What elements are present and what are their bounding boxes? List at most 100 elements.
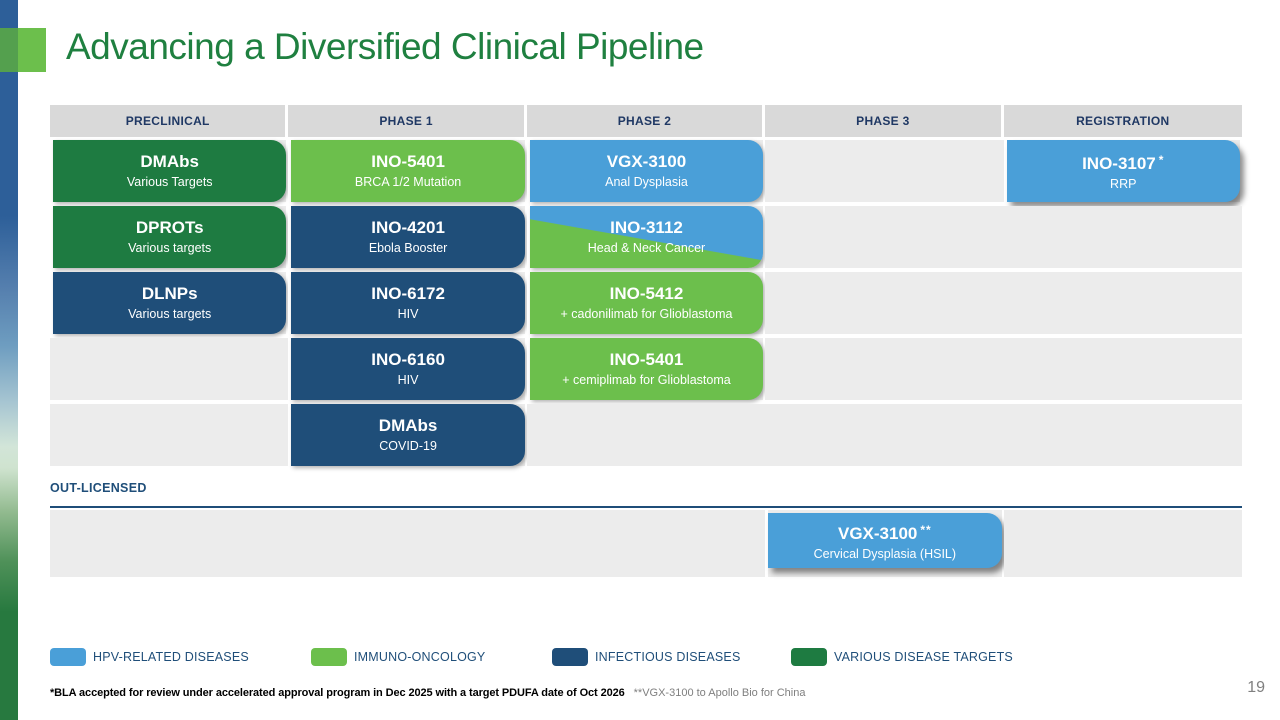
cell-r4-c1 bbox=[50, 338, 289, 400]
pipeline-box-name: DMAbs bbox=[378, 416, 438, 435]
cell-r3-c4 bbox=[765, 272, 1004, 334]
pipeline-box-name: INO-5401 bbox=[371, 152, 445, 171]
pipeline-box-name: INO-3112 bbox=[610, 218, 683, 237]
cell-r5-c4 bbox=[765, 404, 1004, 466]
legend-item-infectious-diseases: INFECTIOUS DISEASES bbox=[552, 648, 741, 666]
out-licensed-cell-c5 bbox=[1003, 510, 1242, 577]
phase-header-phase-3: PHASE 3 bbox=[765, 105, 1004, 137]
cell-r4-c5 bbox=[1003, 338, 1242, 400]
phase-header-registration: REGISTRATION bbox=[1003, 105, 1242, 137]
pipeline-box-subtitle: COVID-19 bbox=[379, 439, 437, 453]
footnote-primary: *BLA accepted for review under accelerat… bbox=[50, 687, 625, 699]
pipeline-box-subtitle: Ebola Booster bbox=[368, 241, 448, 255]
pipeline-box-subtitle: + cemiplimab for Glioblastoma bbox=[562, 373, 731, 387]
out-licensed-cell-c3 bbox=[526, 510, 766, 577]
pipeline-box-name: INO-5401 bbox=[609, 350, 684, 369]
pipeline-box-subtitle: + cadonilimab for Glioblastoma bbox=[560, 307, 733, 321]
footnote-marker: ** bbox=[920, 522, 932, 537]
cell-r3-c5 bbox=[1003, 272, 1242, 334]
phase-header-phase-2: PHASE 2 bbox=[526, 105, 766, 137]
legend-item-hpv-related-diseases: HPV-RELATED DISEASES bbox=[50, 648, 249, 666]
cell-r1-c4 bbox=[765, 140, 1004, 202]
cell-r5-c1 bbox=[50, 404, 289, 466]
pipeline-box-vgx-3100: VGX-3100** Cervical Dysplasia (HSIL) bbox=[768, 513, 1002, 568]
phase-header-phase-1: PHASE 1 bbox=[288, 105, 527, 137]
cell-r5-c5 bbox=[1003, 404, 1242, 466]
out-licensed-cell-c2 bbox=[288, 510, 527, 577]
pipeline-box-name: DPROTs bbox=[135, 218, 204, 237]
pipeline-box-name: DMAbs bbox=[140, 152, 199, 171]
legend-swatch bbox=[311, 648, 347, 666]
pipeline-box-ino-5401: INO-5401 + cemiplimab for Glioblastoma bbox=[529, 338, 764, 400]
pipeline-box-name: INO-4201 bbox=[371, 218, 445, 237]
cell-r4-c3: INO-5401 + cemiplimab for Glioblastoma bbox=[526, 338, 766, 400]
pipeline-box-name: INO-6172 bbox=[371, 284, 445, 303]
pipeline-box-name: INO-5412 bbox=[609, 284, 684, 303]
pipeline-box-ino-3107: INO-3107* RRP bbox=[1006, 140, 1240, 202]
pipeline-box-subtitle: RRP bbox=[1110, 177, 1137, 191]
pipeline-box-subtitle: HIV bbox=[397, 373, 419, 387]
cell-r3-c3: INO-5412 + cadonilimab for Glioblastoma bbox=[526, 272, 766, 334]
cell-r5-c3 bbox=[526, 404, 766, 466]
pipeline-box-subtitle: HIV bbox=[397, 307, 419, 321]
footnote: *BLA accepted for review under accelerat… bbox=[50, 687, 805, 699]
phase-header-preclinical: PRECLINICAL bbox=[50, 105, 289, 137]
pipeline-box-subtitle: Anal Dysplasia bbox=[605, 175, 688, 189]
out-licensed-band: VGX-3100** Cervical Dysplasia (HSIL) bbox=[50, 510, 1242, 577]
pipeline-box-subtitle: Various Targets bbox=[126, 175, 213, 189]
legend-label: IMMUNO-ONCOLOGY bbox=[354, 650, 486, 664]
legend-swatch bbox=[552, 648, 588, 666]
page-number: 19 bbox=[1247, 679, 1265, 696]
pipeline-box-name: VGX-3100 bbox=[606, 152, 687, 171]
cell-r4-c4 bbox=[765, 338, 1004, 400]
pipeline-box-subtitle: Various targets bbox=[128, 307, 212, 321]
pipeline-box-name: INO-6160 bbox=[371, 350, 445, 369]
legend-item-immuno-oncology: IMMUNO-ONCOLOGY bbox=[311, 648, 485, 666]
left-gradient-bar bbox=[0, 0, 18, 720]
legend-item-various-disease-targets: VARIOUS DISEASE TARGETS bbox=[791, 648, 1013, 666]
legend-swatch bbox=[791, 648, 827, 666]
footnote-marker: * bbox=[1158, 153, 1165, 167]
legend-label: INFECTIOUS DISEASES bbox=[595, 650, 741, 664]
pipeline-box-name: INO-3107* bbox=[1082, 153, 1165, 173]
pipeline-box-subtitle: Various targets bbox=[128, 241, 212, 255]
legend-label: VARIOUS DISEASE TARGETS bbox=[834, 650, 1013, 664]
pipeline-box-subtitle: Cervical Dysplasia (HSIL) bbox=[813, 546, 957, 561]
legend: HPV-RELATED DISEASES IMMUNO-ONCOLOGY INFEC… bbox=[50, 648, 1242, 668]
legend-label: HPV-RELATED DISEASES bbox=[93, 650, 249, 664]
out-licensed-cell-c4: VGX-3100** Cervical Dysplasia (HSIL) bbox=[765, 510, 1004, 577]
pipeline-box-name: VGX-3100** bbox=[838, 522, 932, 543]
out-licensed-cell-c1 bbox=[50, 510, 289, 577]
out-licensed-divider bbox=[50, 506, 1242, 508]
pipeline-box-ino-5412: INO-5412 + cadonilimab for Glioblastoma bbox=[529, 272, 764, 334]
out-licensed-label: OUT-LICENSED bbox=[50, 481, 147, 495]
legend-swatch bbox=[50, 648, 86, 666]
footnote-secondary: **VGX-3100 to Apollo Bio for China bbox=[633, 687, 806, 699]
